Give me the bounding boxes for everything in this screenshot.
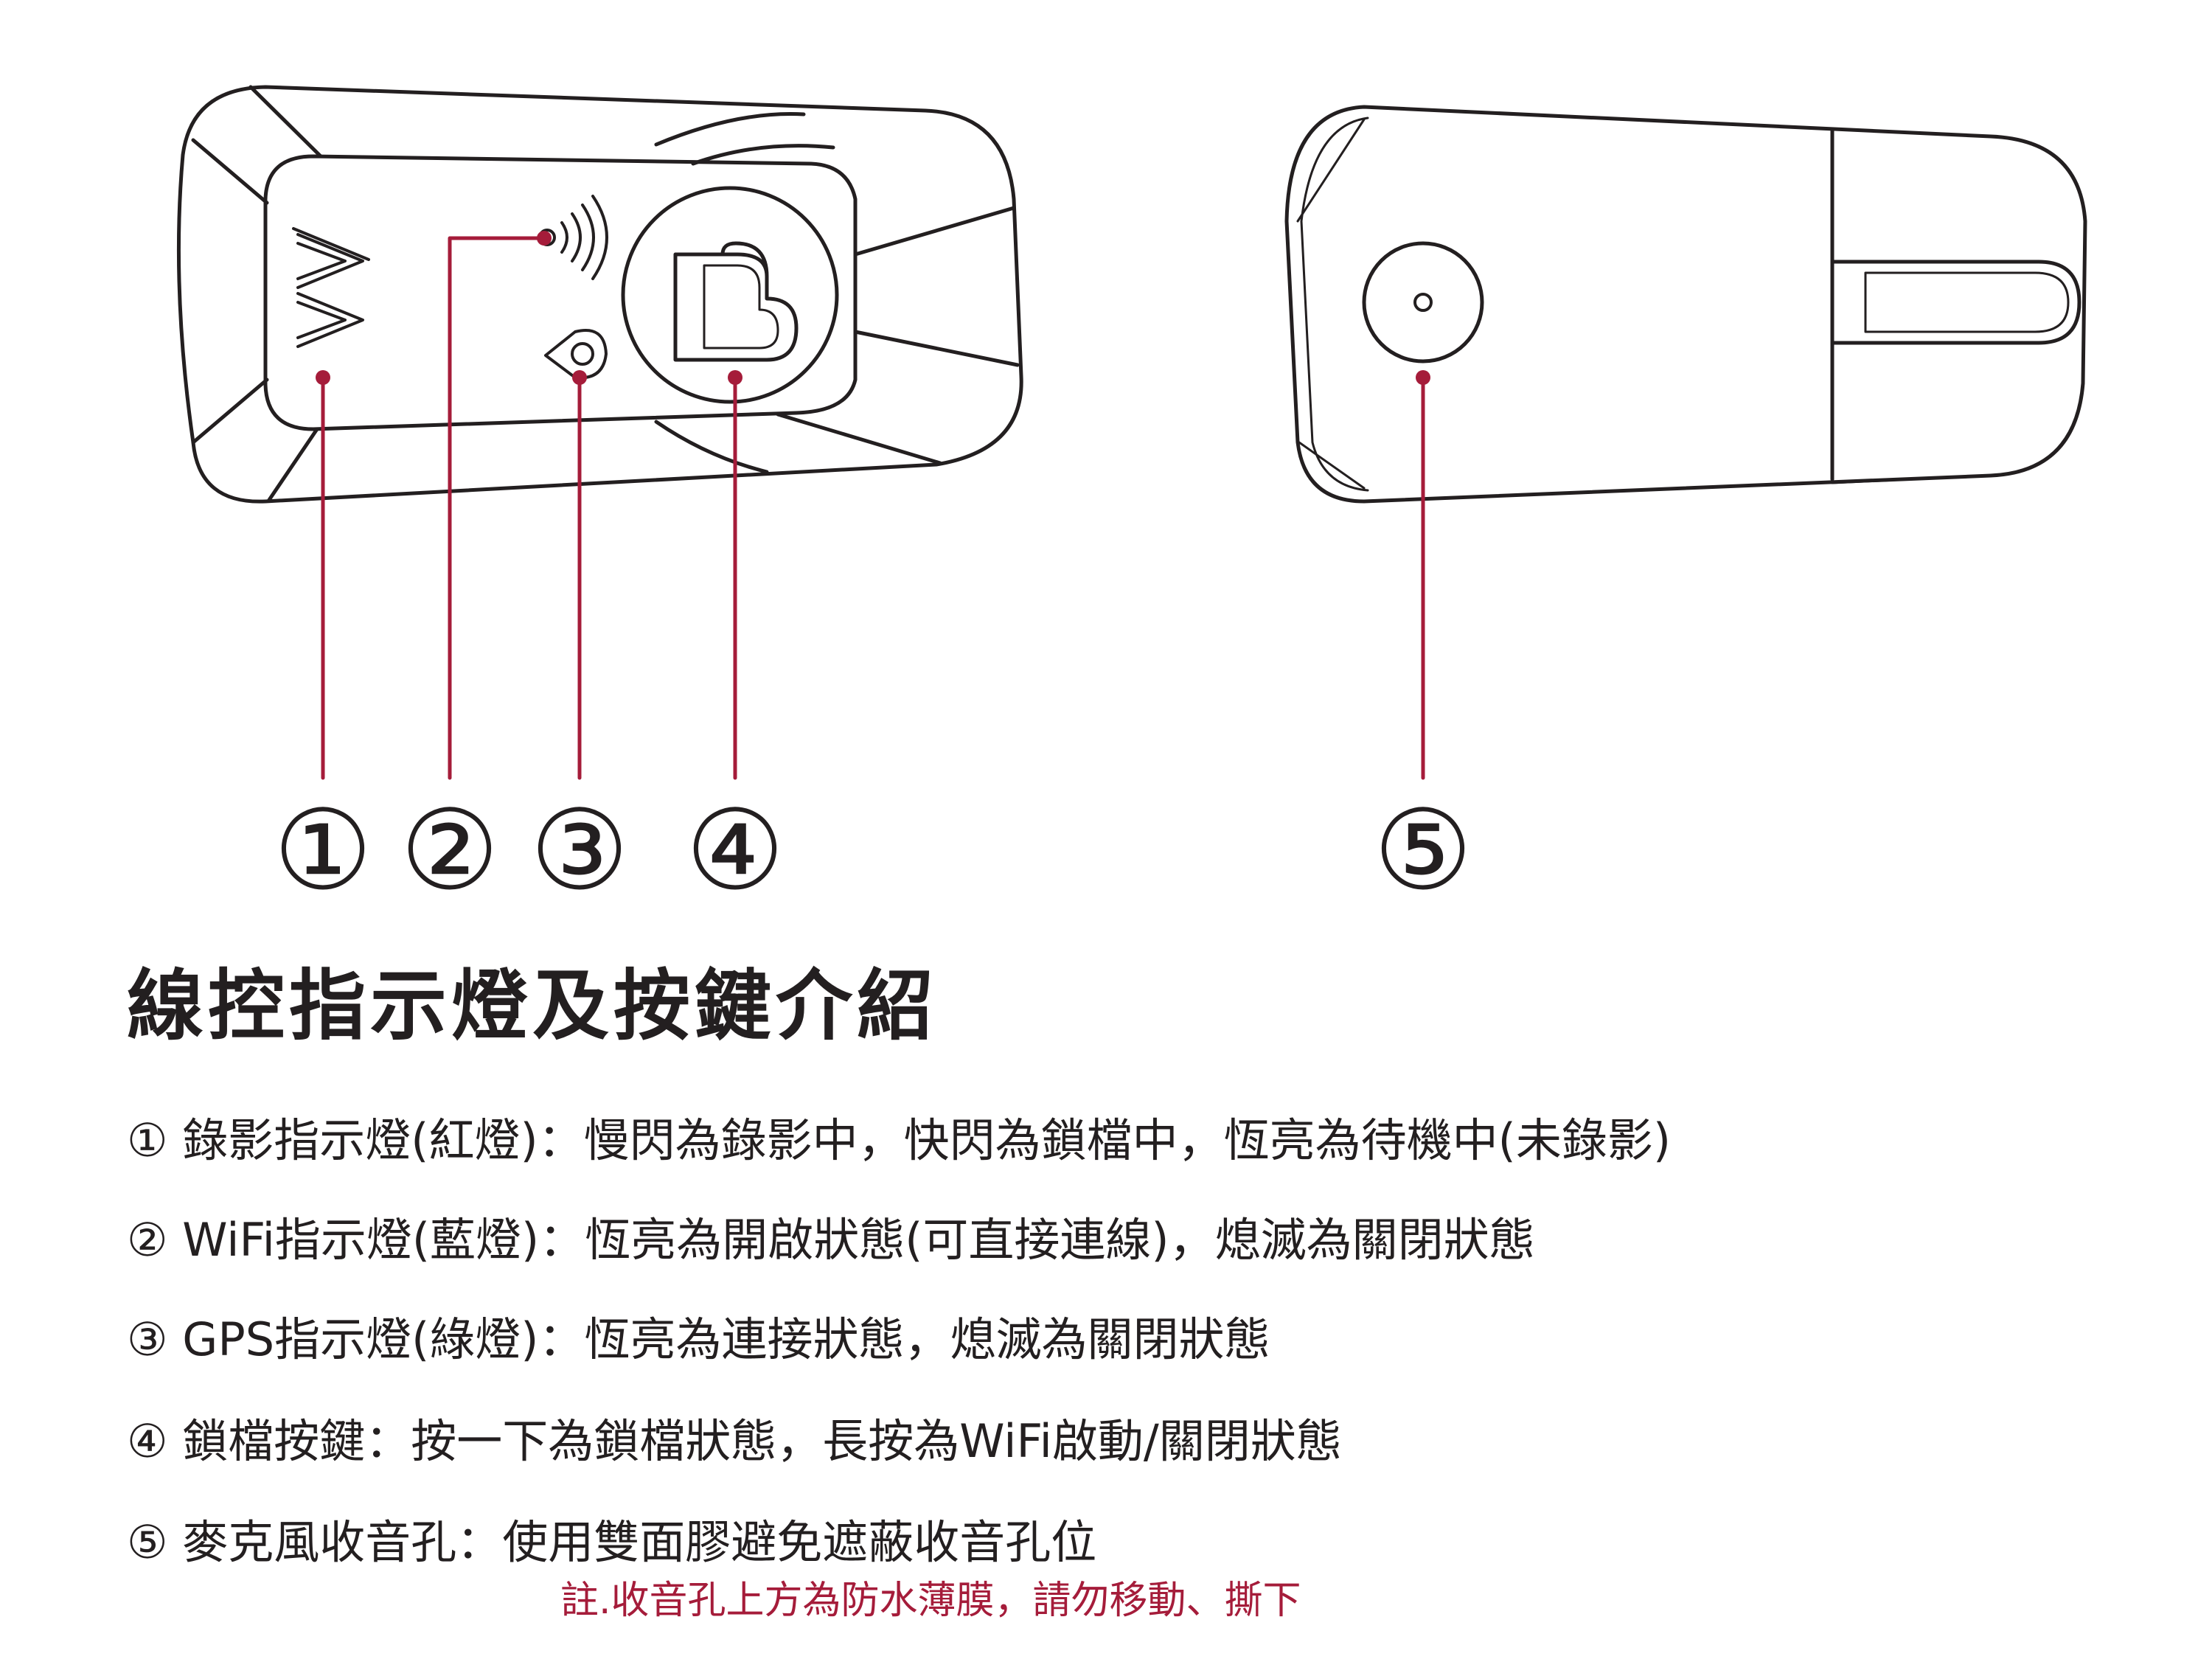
description-item-1: ① 錄影指示燈(紅燈)：慢閃為錄影中，快閃為鎖檔中，恆亮為待機中(未錄影) xyxy=(127,1113,1672,1167)
callout-dot-5 xyxy=(1416,370,1430,385)
remote-front-view xyxy=(176,85,1023,504)
label-5: ⑤ xyxy=(1374,787,1472,915)
back-body-outline xyxy=(1284,105,2087,504)
waterproof-note: 註.收音孔上方為防水薄膜，請勿移動、撕下 xyxy=(560,1579,1301,1623)
callout-lines xyxy=(321,236,1425,780)
ava-logo-icon xyxy=(292,227,370,348)
back-inner-outline xyxy=(1296,118,1366,490)
label-1: ① xyxy=(274,787,372,915)
description-item-2: ② WiFi指示燈(藍燈)：恆亮為開啟狀態(可直接連線)，熄滅為關閉狀態 xyxy=(127,1213,1535,1267)
clip-slot-inner xyxy=(1864,271,2070,333)
callout-dots xyxy=(316,231,1430,385)
gps-icon xyxy=(544,329,608,380)
label-4: ④ xyxy=(686,787,785,915)
front-facet-lines xyxy=(191,85,1020,502)
callout-dot-4 xyxy=(728,370,742,385)
description-item-3: ③ GPS指示燈(綠燈)：恆亮為連接狀態，熄滅為關閉狀態 xyxy=(127,1312,1270,1366)
description-item-4: ④ 鎖檔按鍵：按一下為鎖檔狀態，長按為WiFi啟動/關閉狀態 xyxy=(127,1414,1342,1468)
lock-icon xyxy=(673,241,799,362)
lock-button[interactable] xyxy=(621,186,839,404)
callout-dot-3 xyxy=(572,370,587,385)
remote-diagram: ① ② ③ ④ ⑤ xyxy=(176,85,2087,915)
callout-line-2 xyxy=(448,236,543,780)
description-item-5: ⑤ 麥克風收音孔：使用雙面膠避免遮蔽收音孔位 xyxy=(127,1515,1097,1569)
microphone-hole[interactable] xyxy=(1362,241,1484,364)
callout-dot-1 xyxy=(316,370,330,385)
remote-back-view xyxy=(1284,105,2087,504)
label-2: ② xyxy=(400,787,499,915)
front-body-outline xyxy=(176,85,1023,504)
page-title: 線控指示燈及按鍵介紹 xyxy=(127,961,939,1051)
callout-labels: ① ② ③ ④ ⑤ xyxy=(274,787,1472,915)
front-panel xyxy=(263,154,858,431)
callout-dot-2 xyxy=(537,231,552,246)
label-3: ③ xyxy=(530,787,629,915)
clip-slot xyxy=(1830,260,2081,345)
